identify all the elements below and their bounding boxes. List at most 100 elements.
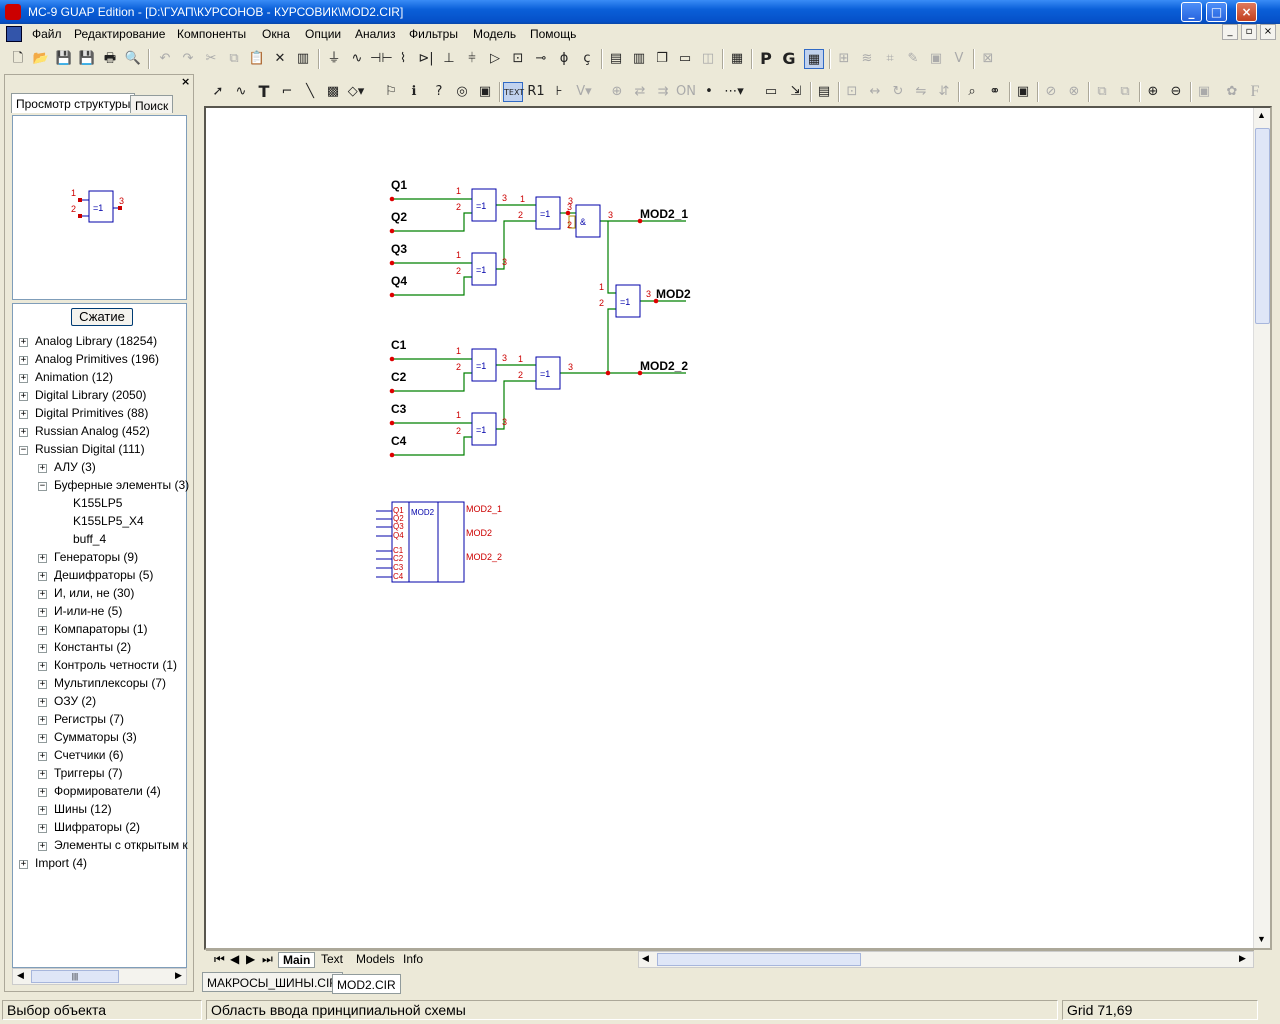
wire-icon[interactable]: ∿ <box>235 84 247 99</box>
redo-icon[interactable]: ↷ <box>182 51 194 66</box>
undo-icon[interactable]: ↶ <box>159 51 171 66</box>
pin-connect-icon[interactable]: •—• <box>703 84 716 139</box>
grid-icon[interactable]: ⊞ <box>838 51 850 66</box>
flag-icon[interactable]: ⚐ <box>385 84 397 99</box>
info-icon[interactable]: ℹ <box>411 84 417 99</box>
menu-edit[interactable]: Редактирование <box>74 27 166 41</box>
zoom-in-icon[interactable]: ⊕ <box>1147 84 1159 99</box>
align-icon[interactable]: ⊡ <box>846 84 858 99</box>
scroll-up-arrow-icon[interactable]: ▲ <box>1257 110 1266 120</box>
mdi-minimize-button[interactable]: _ <box>1222 24 1238 40</box>
bring-front-icon[interactable]: ⧉ <box>1097 84 1107 99</box>
expand-icon[interactable]: + <box>19 373 28 383</box>
scroll-right-arrow-icon[interactable]: ▶ <box>175 970 182 980</box>
select-arrow-icon[interactable]: ➚ <box>212 84 224 99</box>
tree-item[interactable]: Регистры (7) <box>54 712 125 726</box>
menu-components[interactable]: Компоненты <box>177 27 247 41</box>
expand-icon[interactable]: + <box>38 751 47 761</box>
switch-icon[interactable]: ⊡ <box>512 51 524 66</box>
scroll-down-arrow-icon[interactable]: ▼ <box>1257 934 1266 944</box>
tree-item[interactable]: Import (4) <box>35 856 88 870</box>
delete-icon[interactable]: ✕ <box>274 51 286 66</box>
expand-icon[interactable]: + <box>38 769 47 779</box>
tree-item[interactable]: Analog Primitives (196) <box>35 352 160 366</box>
expand-icon[interactable]: + <box>19 409 28 419</box>
tree-item[interactable]: K155LP5_X4 <box>73 514 144 528</box>
tree-item[interactable]: Сумматоры (3) <box>54 730 137 744</box>
border-icon[interactable]: ▭ <box>764 84 778 99</box>
current-icon[interactable]: ⇄ <box>634 84 646 99</box>
voltage-icon[interactable]: V <box>954 51 964 66</box>
mdi-close-button[interactable]: × <box>1260 24 1276 40</box>
tree-item[interactable]: buff_4 <box>73 532 107 546</box>
tree-item[interactable]: Шины (12) <box>54 802 112 816</box>
source-icon[interactable]: ϕ <box>559 51 569 66</box>
expand-icon[interactable]: + <box>19 391 28 401</box>
menu-model[interactable]: Модель <box>473 27 517 41</box>
scroll-thumb[interactable]: ||| <box>31 970 119 983</box>
image-icon[interactable]: ▣ <box>929 51 943 66</box>
scroll-left-arrow-icon[interactable]: ◀ <box>17 970 24 980</box>
p-icon[interactable]: P <box>760 49 772 68</box>
cascade-icon[interactable]: ❐ <box>656 51 668 66</box>
expand-icon[interactable]: + <box>38 823 47 833</box>
tree-item[interactable]: АЛУ (3) <box>54 460 96 474</box>
print-preview-icon[interactable]: 🔍 <box>124 51 142 66</box>
send-back-icon[interactable]: ⧉ <box>1120 84 1130 99</box>
grid-dots-icon[interactable]: ⋯▾ <box>724 84 744 99</box>
jumper-icon[interactable]: ⊸ <box>535 51 547 66</box>
tree-item[interactable]: Счетчики (6) <box>54 748 124 762</box>
resistor-icon[interactable]: ∿ <box>351 51 363 66</box>
expand-icon[interactable]: + <box>38 715 47 725</box>
diagonal-wire-icon[interactable]: ╲ <box>306 84 314 99</box>
node-numbers-icon[interactable]: ⊕ <box>611 84 623 99</box>
menu-options[interactable]: Опции <box>305 27 342 41</box>
probe-icon[interactable]: ✎ <box>907 51 919 66</box>
tab-structure-view[interactable]: Просмотр структуры <box>11 93 136 113</box>
collapse-button[interactable]: Сжатие <box>71 308 133 326</box>
cursor-mode-icon[interactable]: ⇲ <box>790 84 802 99</box>
flip-x-icon[interactable]: ↔ <box>869 84 881 99</box>
tree-item[interactable]: K155LP5 <box>73 496 123 510</box>
save-all-icon[interactable]: 💾 <box>78 51 96 66</box>
menu-help[interactable]: Помощь <box>530 27 577 41</box>
save-icon[interactable]: 💾 <box>55 51 73 66</box>
power-icon[interactable]: ⇉ <box>657 84 669 99</box>
bus-icon[interactable]: ▩ <box>326 84 340 99</box>
ground-icon[interactable]: ⏚ <box>327 51 341 66</box>
tree-item[interactable]: Константы (2) <box>54 640 132 654</box>
new-file-icon[interactable]: 🗋 <box>12 51 24 66</box>
tree-item[interactable]: Дешифраторы (5) <box>54 568 154 582</box>
menu-file[interactable]: Файл <box>32 27 62 41</box>
tab-text[interactable]: Text <box>321 952 344 966</box>
tree-item[interactable]: Контроль четности (1) <box>54 658 177 672</box>
menu-filters[interactable]: Фильтры <box>409 27 458 41</box>
text-toggle-icon[interactable]: TEXT <box>503 82 524 102</box>
expand-icon[interactable]: + <box>38 733 47 743</box>
opamp-icon[interactable]: ▷ <box>490 51 500 66</box>
tree-item[interactable]: Буферные элементы (3) <box>54 478 190 492</box>
expand-icon[interactable]: + <box>38 787 47 797</box>
text-tool-icon[interactable]: T <box>258 82 270 101</box>
component-panel-icon[interactable]: ▦ <box>804 49 824 69</box>
tab-info[interactable]: Info <box>403 952 424 966</box>
calculator-icon[interactable]: ▦ <box>730 51 744 66</box>
last-page-icon[interactable]: ⏭ <box>262 952 273 966</box>
cut-icon[interactable]: ✂ <box>205 51 217 66</box>
shapes-icon[interactable]: ◇▾ <box>347 84 365 99</box>
stop-icon[interactable]: ⊗ <box>1068 84 1080 99</box>
vertical-scroll-thumb[interactable] <box>1255 128 1270 324</box>
window-icon[interactable]: ▭ <box>678 51 692 66</box>
zoom-out-icon[interactable]: ⊖ <box>1170 84 1182 99</box>
battery-icon[interactable]: ⊥ <box>443 51 455 66</box>
flip-y-icon[interactable]: ⇵ <box>938 84 950 99</box>
expand-icon[interactable]: + <box>38 607 47 617</box>
scroll-right-arrow-icon[interactable]: ▶ <box>1239 953 1246 963</box>
warning-icon[interactable]: ⊘ <box>1045 84 1057 99</box>
tree-item[interactable]: И-или-не (5) <box>54 604 123 618</box>
tree-item[interactable]: Russian Digital (111) <box>35 442 145 456</box>
inductor-icon[interactable]: ⌇ <box>399 51 407 66</box>
collapse-icon[interactable]: − <box>19 445 28 455</box>
chip-icon[interactable]: ▥ <box>296 51 310 66</box>
